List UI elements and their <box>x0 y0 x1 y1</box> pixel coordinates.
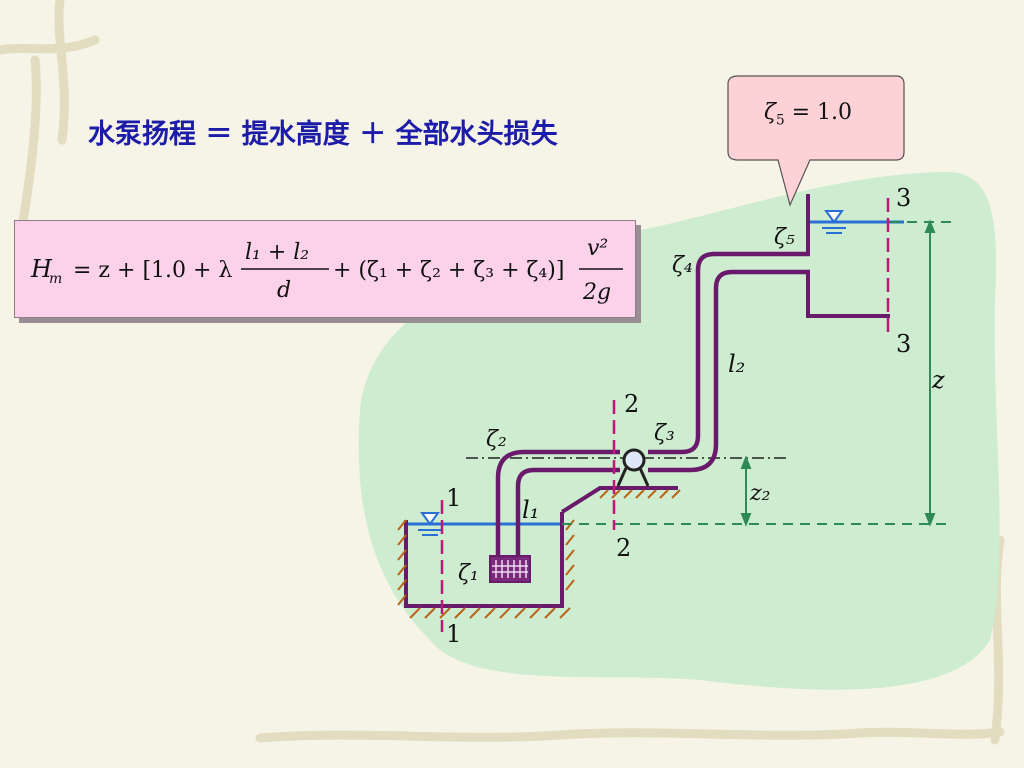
callout-zeta5-value: ζ5 = 1.0 <box>764 100 852 128</box>
formula-frac2-den: 2g <box>582 280 611 305</box>
section-3-top-label: 3 <box>896 184 911 212</box>
formula-rhs-start: = z + [1.0 + λ <box>73 258 232 283</box>
suction-pipe <box>495 449 620 556</box>
label-zeta1: ζ₁ <box>458 561 479 586</box>
label-zeta4: ζ₄ <box>672 253 693 278</box>
decorative-vine-left <box>0 0 100 245</box>
callout-zeta-sub: 5 <box>775 112 785 129</box>
formula-frac2-num: v² <box>587 236 608 261</box>
label-l1: l₁ <box>522 496 539 524</box>
lower-water-level-icon <box>418 512 442 536</box>
formula-frac1-num: l₁ + l₂ <box>245 240 309 265</box>
delivery-pipe <box>648 251 810 473</box>
label-z: z <box>931 366 945 394</box>
strainer-icon <box>489 555 531 583</box>
dimension-z2 <box>740 455 752 527</box>
formula-rhs-mid: + (ζ₁ + ζ₂ + ζ₃ + ζ₄)] <box>333 258 564 283</box>
formula-frac1-den: d <box>277 278 291 303</box>
formula-lhs: H <box>30 255 53 283</box>
upper-tank <box>806 194 890 318</box>
section-1-bottom-label: 1 <box>446 620 461 648</box>
section-1-top-label: 1 <box>446 484 461 512</box>
section-marks <box>440 198 890 632</box>
head-formula-box: H m = z + [1.0 + λ l₁ + l₂ d + (ζ₁ + ζ₂ … <box>14 220 636 318</box>
pump-icon <box>616 448 650 487</box>
dimension-z <box>924 219 936 527</box>
label-z2: z₂ <box>749 481 770 506</box>
label-zeta2: ζ₂ <box>486 427 507 452</box>
callout-bubble <box>727 75 905 207</box>
page-title: 水泵扬程 ＝ 提水高度 ＋ 全部水头损失 <box>88 119 558 150</box>
reference-lines <box>562 221 952 525</box>
callout-zeta-symbol: ζ <box>764 100 776 125</box>
section-3-bottom-label: 3 <box>896 330 911 358</box>
upper-water-level-icon <box>822 210 846 234</box>
callout-value: = 1.0 <box>791 100 853 125</box>
label-zeta5: ζ₅ <box>774 225 795 250</box>
lower-tank <box>397 486 681 619</box>
label-l2: l₂ <box>728 350 745 378</box>
formula-lhs-sub: m <box>49 271 62 287</box>
label-zeta3: ζ₃ <box>654 421 675 446</box>
section-2-top-label: 2 <box>624 390 639 418</box>
section-2-bottom-label: 2 <box>616 534 631 562</box>
